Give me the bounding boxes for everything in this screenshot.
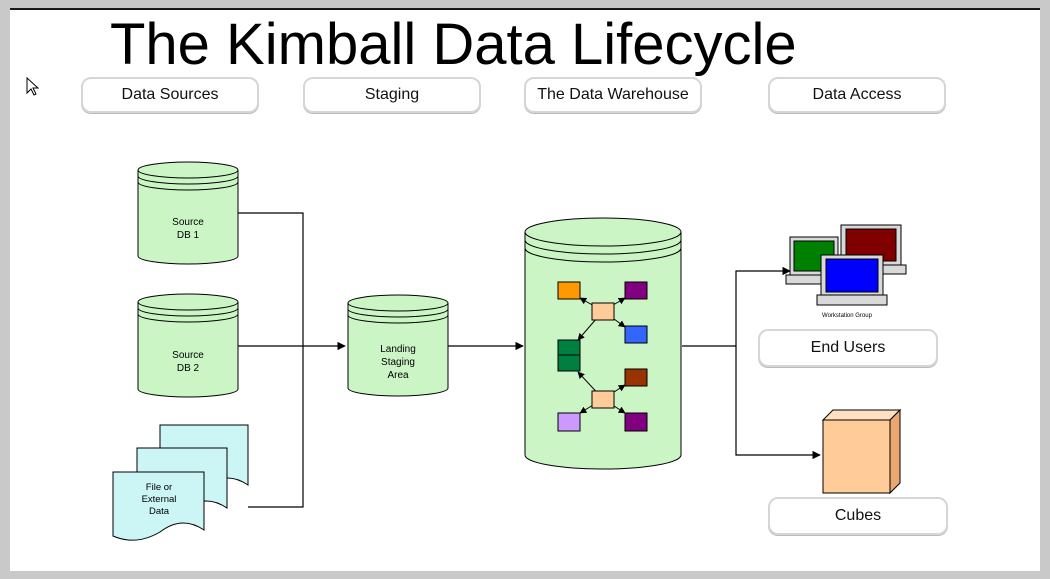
phase-staging: Staging [303, 77, 481, 113]
phase-data-warehouse: The Data Warehouse [524, 77, 702, 113]
source-db1-icon: Source DB 1 [137, 161, 239, 265]
cube-icon [821, 408, 902, 495]
phase-data-sources: Data Sources [81, 77, 259, 113]
dimension-table-purple [624, 281, 648, 300]
dimension-table-brown [624, 368, 648, 387]
page-title: The Kimball Data Lifecycle [110, 12, 797, 77]
fact-table-bottom [591, 390, 615, 409]
connector-lines [238, 212, 821, 508]
cubes-label: Cubes [768, 497, 948, 535]
staging-area-icon: Landing Staging Area [347, 294, 449, 397]
phase-data-access: Data Access [768, 77, 946, 113]
file-line1: File or [146, 482, 172, 493]
dimension-table-orange [557, 281, 581, 300]
dimension-table-blue [624, 325, 648, 344]
file-external-data-icon: File or External Data [112, 424, 249, 541]
dimension-table-lavender [557, 412, 581, 432]
top-rule [10, 8, 1040, 10]
star-schema-tables [557, 281, 648, 432]
source-db1-line1: Source [172, 217, 204, 228]
cursor-icon [26, 77, 40, 96]
dimension-table-purple-2 [624, 412, 648, 432]
source-db1-line2: DB 1 [177, 230, 200, 241]
file-line3: Data [149, 506, 170, 517]
staging-line1: Landing [380, 344, 416, 355]
staging-line3: Area [387, 370, 409, 381]
file-line2: External [142, 494, 177, 505]
fact-table-top [591, 302, 615, 321]
source-db2-line1: Source [172, 350, 204, 361]
data-warehouse-icon [524, 217, 682, 470]
workstation-caption: Workstation Group [822, 313, 873, 319]
source-db2-line2: DB 2 [177, 363, 200, 374]
source-db2-icon: Source DB 2 [137, 293, 239, 398]
staging-line2: Staging [381, 357, 415, 368]
workstation-group-icon [785, 224, 907, 306]
end-users-label: End Users [758, 329, 938, 367]
